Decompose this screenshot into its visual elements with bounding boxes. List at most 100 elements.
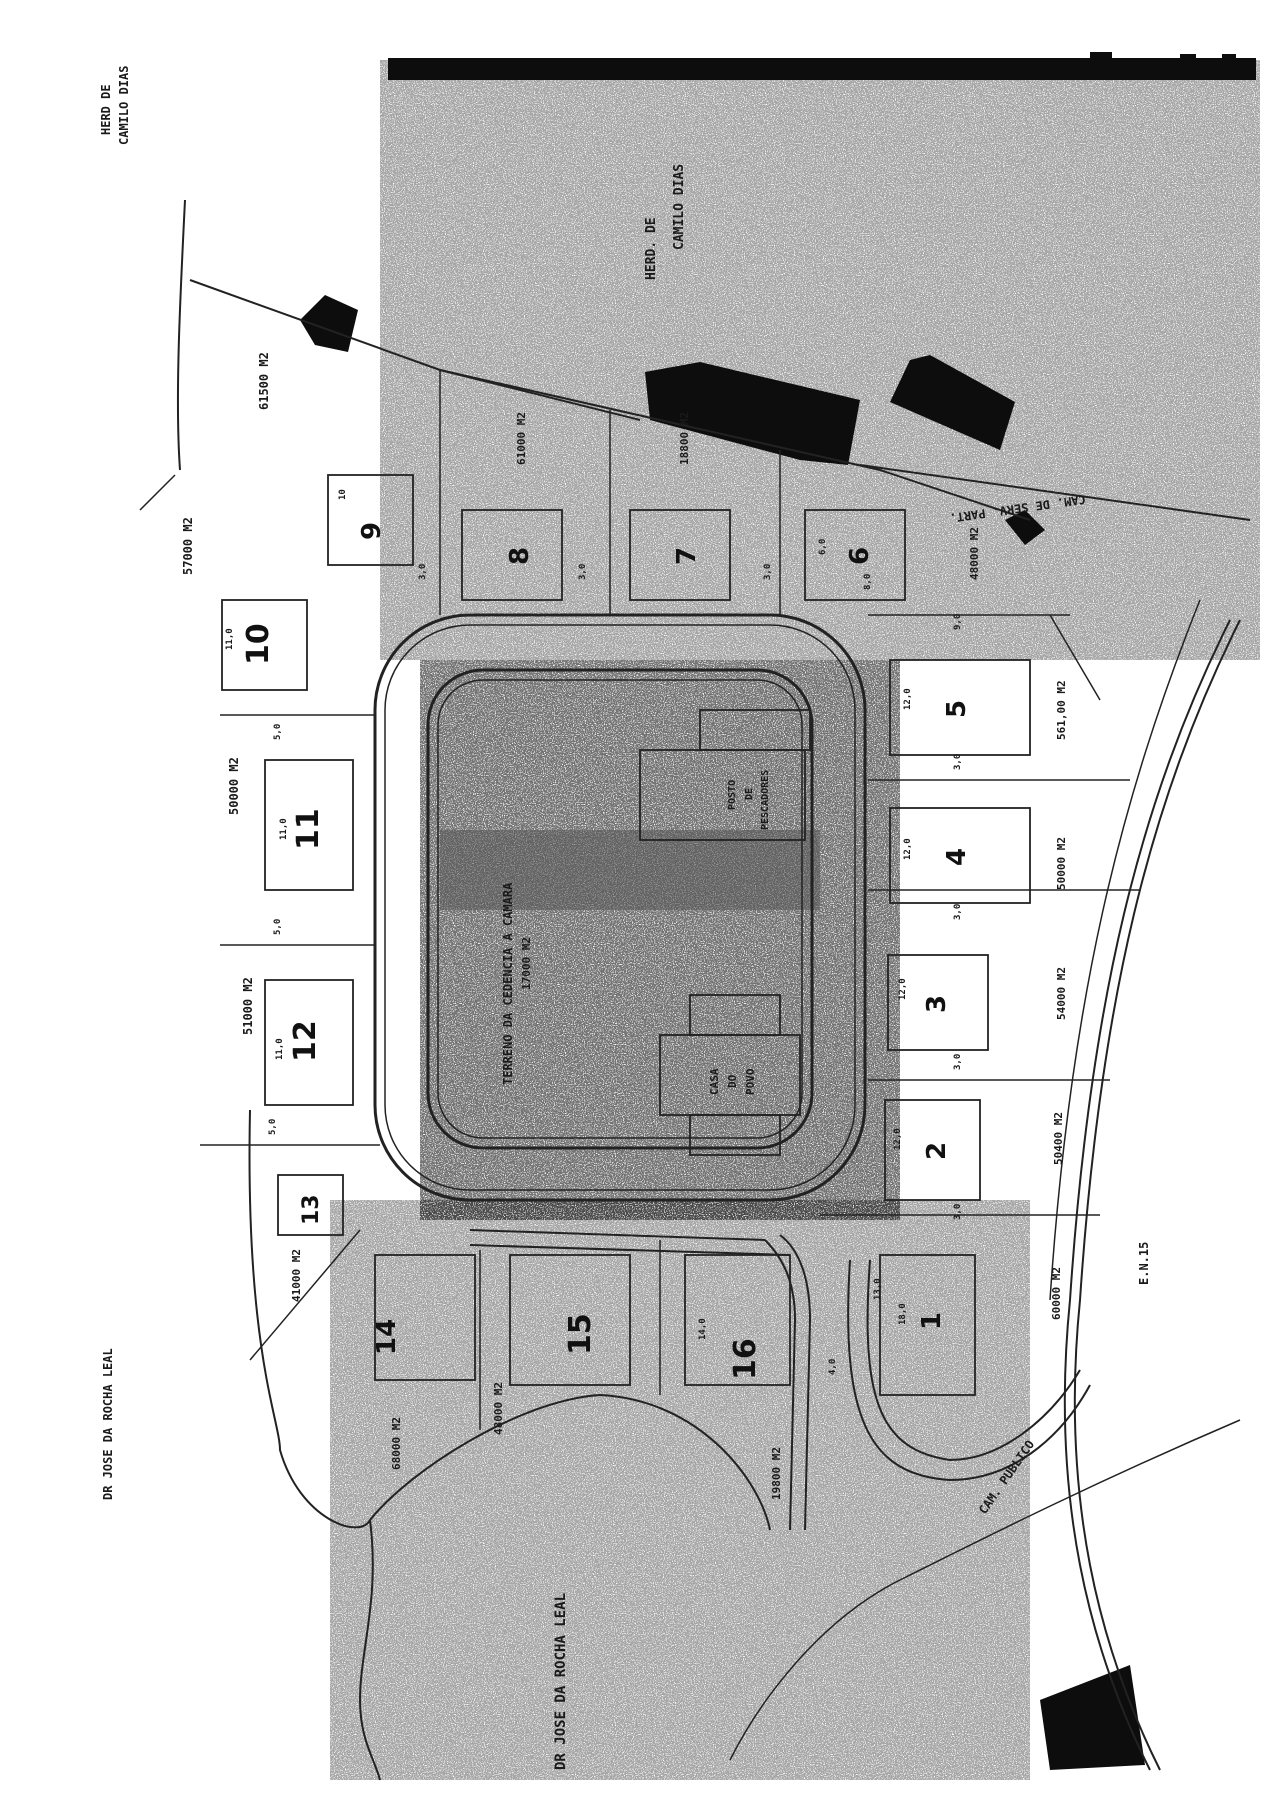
house-lot-15 (509, 1254, 631, 1386)
dim-7: 12,0 (898, 978, 908, 1000)
area-61000-top: 61000 M2 (515, 412, 528, 465)
dim-18: 3,0 (953, 904, 963, 920)
area-19800: 19800 M2 (770, 1447, 783, 1500)
dimension-labels: 10 11,0 11,0 11,0 12,0 12,0 12,0 12,0 13… (225, 489, 963, 1375)
area-48000-right: 48000 M2 (968, 527, 981, 580)
area-56100: 561,00 M2 (1055, 680, 1068, 740)
enis-label: E.N.15 (1137, 1242, 1151, 1285)
area-41000: 41000 M2 (290, 1249, 303, 1302)
lot-number-1: 1 (917, 1312, 947, 1330)
posto-1: POSTO (727, 780, 738, 810)
house-lot-12 (264, 979, 354, 1106)
dim-2: 11,0 (225, 628, 235, 650)
dim-6: 12,0 (903, 838, 913, 860)
lot-number-5: 5 (942, 700, 972, 718)
dark-band (440, 830, 820, 910)
building-bottom-right (1040, 1665, 1145, 1770)
area-51000-left: 51000 M2 (241, 977, 255, 1035)
house-lot-6 (804, 509, 906, 601)
ring-road-inner-3 (437, 679, 803, 1139)
lot-number-16: 16 (728, 1338, 763, 1380)
ring-road-outer (373, 613, 867, 1202)
lot-number-6: 6 (845, 547, 875, 565)
area-68000: 68000 M2 (390, 1417, 403, 1470)
house-lot-8 (461, 509, 563, 601)
area-50000-right: 50000 M2 (1055, 837, 1068, 890)
noise-lower (330, 1200, 1030, 1780)
area-60000: 60000 M2 (1050, 1267, 1063, 1320)
house-lot-10 (221, 599, 308, 691)
lot-number-14: 14 (372, 1319, 402, 1355)
dim-1: 10 (338, 489, 348, 500)
dim-24: 6,0 (818, 539, 828, 555)
dim-5: 12,0 (903, 688, 913, 710)
dim-23: 9,0 (953, 614, 963, 630)
house-lot-14 (374, 1254, 476, 1381)
terreno-camara-2: 17000 M2 (520, 937, 533, 990)
area-54000: 54000 M2 (1055, 967, 1068, 1020)
dim-21: 14,0 (698, 1318, 708, 1340)
dim-17: 3,0 (953, 754, 963, 770)
lot-number-13: 13 (299, 1194, 324, 1225)
building-center (645, 362, 860, 465)
house-lot-2 (884, 1099, 981, 1201)
dr-jose-left: DR JOSE DA ROCHA LEAL (101, 1348, 115, 1500)
herd-camilo-center-1: HERD. DE (644, 217, 659, 280)
area-61500: 61500 M2 (257, 352, 271, 410)
house-lot-13 (277, 1174, 344, 1236)
house-lot-5 (889, 659, 1031, 756)
lot-number-2: 2 (922, 1142, 952, 1160)
lot-number-3: 3 (922, 995, 952, 1013)
house-lot-1 (879, 1254, 976, 1396)
dr-jose-bottom: DR JOSE DA ROCHA LEAL (553, 1593, 569, 1770)
dim-9: 13,0 (873, 1278, 883, 1300)
dim-4: 11,0 (275, 1038, 285, 1060)
casa-do-povo-3: POVO (744, 1068, 757, 1095)
house-lot-11 (264, 759, 354, 891)
house-lot-7 (629, 509, 731, 601)
house-lot-3 (887, 954, 989, 1051)
house-lot-4 (889, 807, 1031, 904)
dim-11: 3,0 (418, 564, 428, 580)
lot-number-7: 7 (672, 547, 702, 565)
lot-number-10: 10 (241, 623, 276, 665)
ring-road-inner-1 (384, 624, 856, 1191)
building-right (890, 355, 1015, 450)
building-top-left (300, 295, 358, 352)
area-57000: 57000 M2 (181, 517, 195, 575)
dim-14: 5,0 (273, 724, 283, 740)
dim-3: 11,0 (279, 818, 289, 840)
dim-19: 3,0 (953, 1054, 963, 1070)
top-border-bar (388, 58, 1256, 80)
dim-22: 4,0 (828, 1359, 838, 1375)
lot-number-11: 11 (291, 808, 326, 850)
dim-13: 3,0 (763, 564, 773, 580)
herd-camilo-top-left-2: CAMILO DIAS (117, 66, 131, 145)
building-small (1005, 510, 1045, 545)
area-50400: 50400 M2 (1052, 1112, 1065, 1165)
dim-10: 18,0 (898, 1303, 908, 1325)
lot-number-4: 4 (942, 848, 972, 866)
posto-3: PESCADORES (760, 770, 771, 830)
area-labels: 61500 M2 57000 M2 50000 M2 51000 M2 4100… (181, 352, 1068, 1500)
lot-dividers (200, 370, 1140, 1430)
noise-upper (380, 60, 1260, 660)
noise-center (420, 660, 900, 1220)
dim-20: 3,0 (953, 1204, 963, 1220)
herd-camilo-top-left-1: HERD DE (99, 84, 113, 135)
dim-12: 3,0 (578, 564, 588, 580)
house-lot-16 (684, 1254, 791, 1386)
casa-do-povo-1: CASA (708, 1068, 721, 1095)
lot-number-12: 12 (288, 1020, 323, 1062)
dim-25: 8,0 (863, 574, 873, 590)
ring-road-inner-2 (426, 668, 814, 1150)
house-lot-9 (327, 474, 414, 566)
lot-number-8: 8 (505, 547, 535, 565)
posto-2: DE (744, 788, 755, 800)
dim-8: 12,0 (893, 1128, 903, 1150)
lot-number-15: 15 (563, 1313, 598, 1355)
terreno-camara-1: TERRENO DA CEDENCIA A CAMARA (501, 882, 515, 1085)
dim-15: 5,0 (273, 919, 283, 935)
area-50000-left: 50000 M2 (227, 757, 241, 815)
